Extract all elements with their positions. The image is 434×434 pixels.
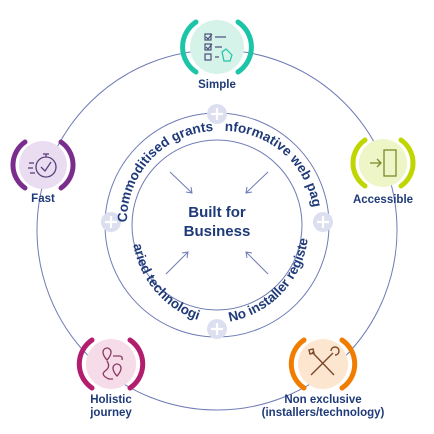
checklist-hand-icon [204, 33, 233, 62]
node-fast: Fast [10, 139, 76, 205]
plus-icon [207, 319, 227, 339]
node-accessible-disc [359, 139, 407, 187]
center-title-line1: Built for [188, 204, 246, 221]
node-holistic-label-line2: journey [89, 407, 132, 419]
node-accessible-label: Accessible [353, 194, 413, 206]
arrow-top-right [245, 171, 269, 194]
center-title-line2: Business [184, 223, 251, 240]
arrow-top-left-head [185, 186, 193, 194]
node-simple: Simple [180, 19, 254, 91]
node-accessible: Accessible [350, 137, 416, 206]
plus-markers [101, 104, 333, 339]
plus-icon [101, 212, 121, 232]
arrow-top-right-head [245, 186, 253, 194]
node-holistic: Holistic journey [76, 337, 146, 419]
node-accessible-bracket-left [350, 137, 368, 189]
arrow-bottom-right [245, 251, 269, 275]
tools-icon [308, 346, 340, 376]
node-fast-label: Fast [31, 193, 55, 205]
arrow-top-left [169, 171, 193, 194]
node-non-exclusive-label-line1: Non exclusive [284, 394, 361, 406]
door-enter-icon [370, 149, 397, 177]
inner-ring-inner [131, 139, 303, 311]
arrow-bottom-left-head [181, 251, 189, 259]
node-holistic-label-line1: Holistic [90, 394, 132, 406]
center-arrows [165, 171, 269, 275]
node-holistic-bracket-left [76, 337, 95, 391]
node-fast-bracket-left [10, 139, 28, 191]
node-simple-label: Simple [198, 79, 236, 91]
node-holistic-disc [86, 339, 136, 389]
node-fast-disc [19, 141, 67, 189]
plus-icon [313, 212, 333, 232]
node-non-exclusive: Non exclusive (installers/technology) [262, 337, 385, 419]
node-fast-bracket-right [58, 139, 76, 191]
node-non-exclusive-bracket-right [339, 337, 358, 391]
arrow-bottom-right-head [245, 251, 253, 259]
plus-icon [207, 104, 227, 124]
route-pins-icon [102, 347, 123, 380]
node-holistic-bracket-right [127, 337, 146, 391]
node-non-exclusive-label-line2: (installers/technology) [262, 407, 385, 419]
node-accessible-bracket-right [398, 137, 416, 189]
stopwatch-icon [28, 153, 57, 178]
node-non-exclusive-bracket-left [288, 337, 307, 391]
node-simple-bracket-right [235, 19, 254, 75]
arrow-bottom-left [165, 251, 189, 275]
node-simple-bracket-left [180, 19, 199, 75]
